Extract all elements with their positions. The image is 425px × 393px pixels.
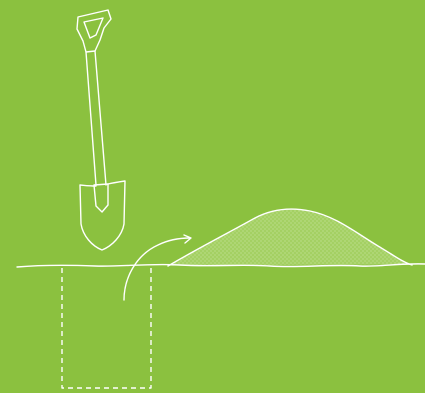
shovel-illustration [0,0,425,393]
illustration-canvas [0,0,425,393]
background [0,0,425,393]
